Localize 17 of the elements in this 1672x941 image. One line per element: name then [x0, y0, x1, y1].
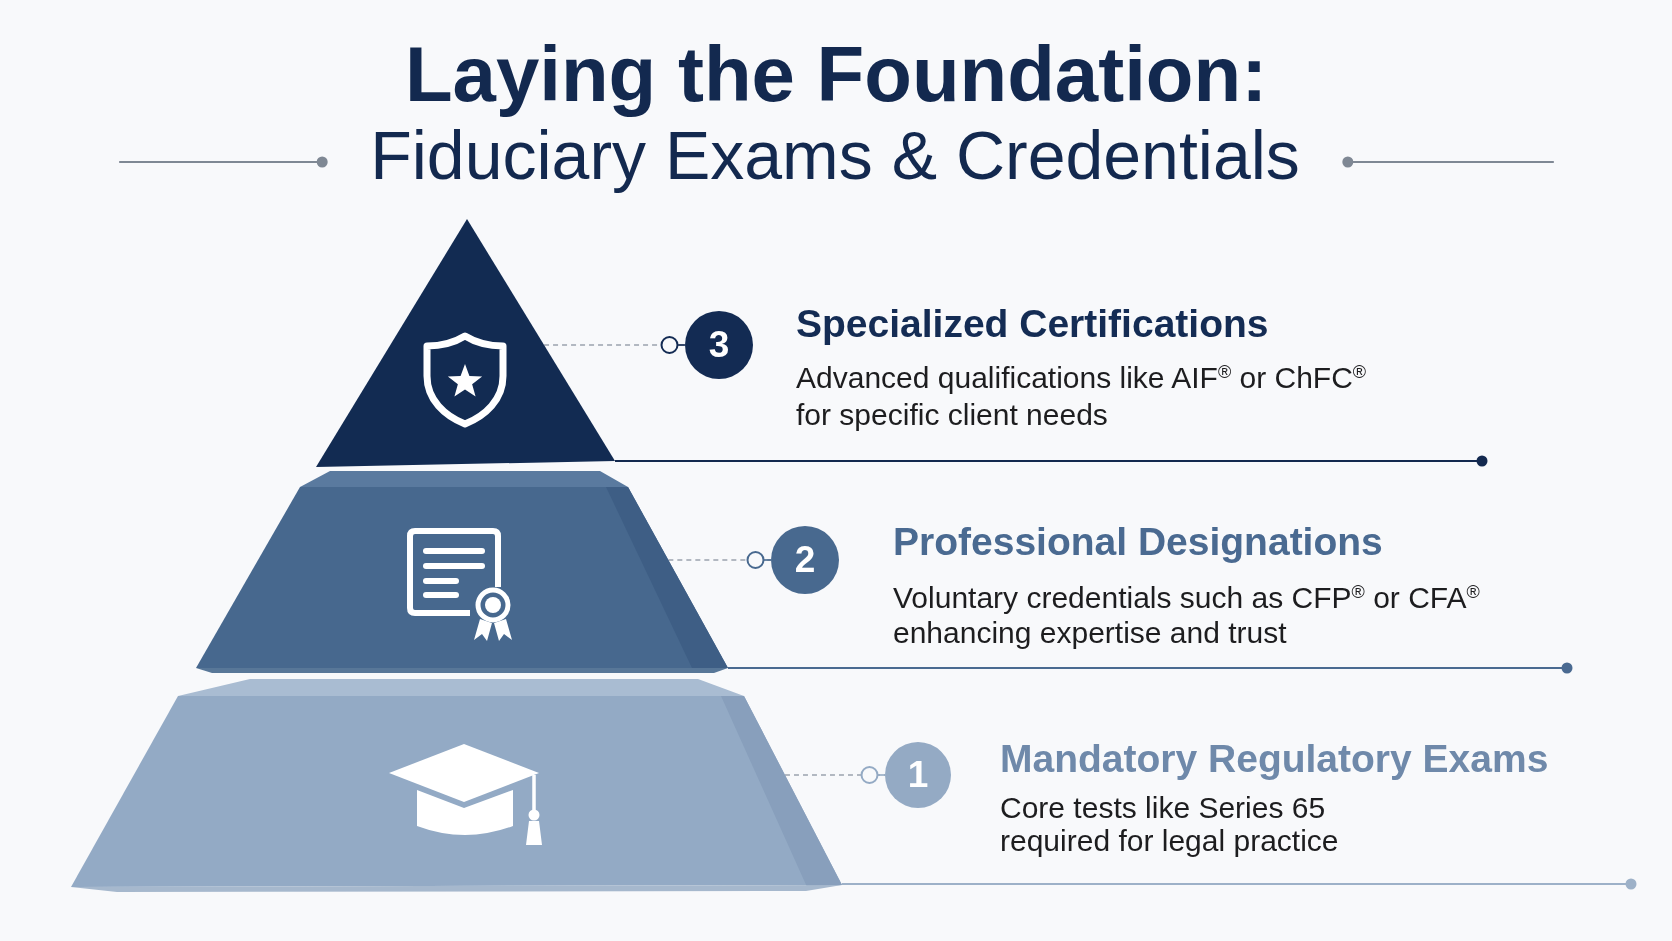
leader-line [784, 766, 886, 784]
pyramid-tier [71, 679, 842, 892]
step-description: Voluntary credentials such as CFP$^{®}$ or CFA$^{®}$ enhancing expertise and trust [893, 580, 1481, 650]
step-heading: Professional Designations [893, 520, 1383, 565]
step-description: Core tests like Series 65 required for legal practice [1000, 791, 1340, 857]
subtitle: Fiduciary Exams & Credentials [370, 117, 1300, 195]
step-number: 2 [771, 526, 839, 594]
step-heading: Mandatory Regulatory Exams [1000, 737, 1549, 782]
pyramid-tier [316, 219, 615, 467]
step-description: Advanced qualifications like AIF$^{®}$ or ChFC$^{®}$ for specific client needs [796, 360, 1368, 433]
step-number: 3 [685, 311, 753, 379]
leader-line [667, 551, 772, 569]
step-number: 1 [885, 742, 951, 808]
pyramid-tier [196, 471, 728, 673]
step-heading: Specialized Certifications [796, 302, 1269, 347]
title: Laying the Foundation: [404, 30, 1268, 120]
leader-line [543, 336, 686, 354]
